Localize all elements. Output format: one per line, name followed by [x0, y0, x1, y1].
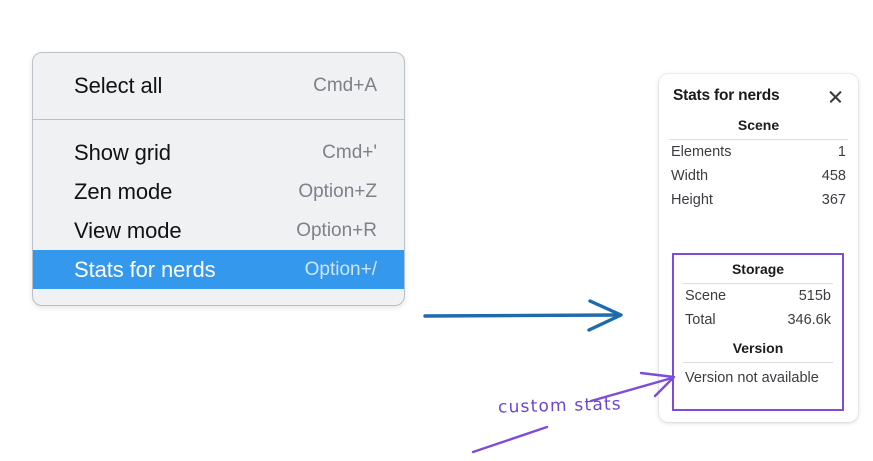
storage-section-heading: Storage	[731, 261, 785, 277]
close-icon[interactable]	[827, 88, 844, 105]
menu-item-label: Zen mode	[74, 178, 173, 204]
menu-group-1: Select all Cmd+A	[33, 53, 404, 119]
custom-stats-annotation-label: custom stats	[497, 394, 623, 418]
stats-row-value: 458	[821, 168, 846, 184]
menu-item-shortcut: Option+/	[304, 258, 377, 280]
scene-section-heading: Scene	[737, 117, 780, 133]
stats-row-value: 346.6k	[787, 312, 831, 328]
divider	[683, 283, 833, 284]
stats-row-key: Elements	[671, 144, 732, 160]
stats-row-key: Total	[685, 312, 716, 328]
version-value: Version not available	[685, 370, 819, 386]
menu-item-shortcut: Option+Z	[298, 180, 377, 202]
context-menu[interactable]: Select all Cmd+A Show grid Cmd+' Zen mod…	[32, 52, 405, 306]
menu-item-zen-mode[interactable]: Zen mode Option+Z	[33, 172, 404, 211]
divider	[683, 362, 833, 363]
stats-row-value: 515b	[798, 288, 831, 304]
blue-arrow	[423, 299, 623, 332]
stats-panel-header: Stats for nerds	[659, 74, 858, 109]
stats-row-width: Width 458	[659, 164, 858, 188]
menu-item-label: View mode	[74, 217, 182, 243]
stats-row-key: Scene	[685, 288, 727, 304]
menu-item-view-mode[interactable]: View mode Option+R	[33, 211, 404, 250]
stats-row-key: Width	[671, 168, 709, 184]
menu-item-label: Select all	[74, 72, 163, 98]
stats-panel-title: Stats for nerds	[673, 87, 780, 104]
menu-item-label: Show grid	[74, 139, 171, 165]
stats-row-key: Height	[671, 192, 713, 208]
menu-item-shortcut: Cmd+'	[322, 141, 377, 163]
menu-item-show-grid[interactable]: Show grid Cmd+'	[33, 133, 404, 172]
stats-row-height: Height 367	[659, 188, 858, 212]
stats-row-value: 1	[837, 144, 846, 160]
menu-item-shortcut: Option+R	[296, 219, 377, 241]
stats-for-nerds-panel: Stats for nerds Scene Elements 1 Width 4…	[659, 74, 858, 422]
stats-row-storage-scene: Scene 515b	[673, 284, 843, 308]
stats-row-value: 367	[821, 192, 846, 208]
menu-item-select-all[interactable]: Select all Cmd+A	[33, 66, 404, 105]
menu-item-stats-for-nerds[interactable]: Stats for nerds Option+/	[33, 250, 404, 289]
purple-underline-stroke	[471, 425, 549, 454]
stats-row-storage-total: Total 346.6k	[673, 308, 843, 332]
menu-item-label: Stats for nerds	[74, 256, 216, 282]
custom-stats-content: Storage Scene 515b Total 346.6k Version …	[672, 253, 844, 411]
menu-group-2: Show grid Cmd+' Zen mode Option+Z View m…	[33, 119, 404, 305]
divider	[669, 139, 848, 140]
menu-item-shortcut: Cmd+A	[313, 74, 377, 96]
version-section-heading: Version	[732, 340, 784, 356]
stats-row-elements: Elements 1	[659, 140, 858, 164]
